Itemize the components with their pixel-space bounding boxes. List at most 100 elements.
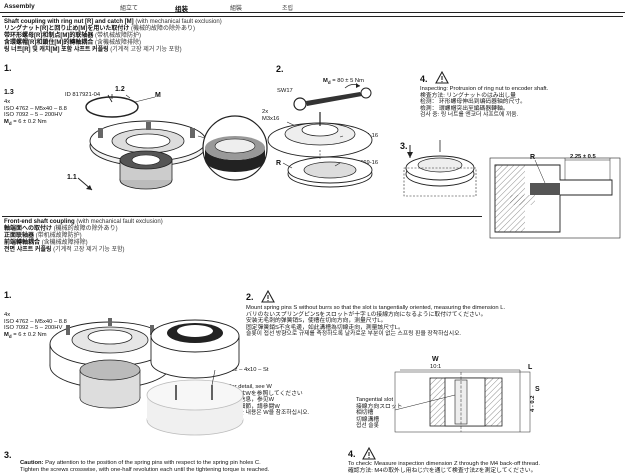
section1-title: Shaft coupling with ring nut [R] and cat… [4,19,404,54]
s2-step1-md: = 6 ± 0.2 Nm [13,331,47,338]
s2-step4-ja: 確認方法: M4の取外し用ねじ穴を通じて検査寸法Zを測定してください。 [348,467,537,474]
s2-step2-en: Mount spring pins S without burrs so tha… [246,305,506,311]
s2-step2-label-w: W [432,356,439,363]
s2-step2-text: Mount spring pins S without burrs so tha… [246,305,576,338]
section1-title-ja-note: (機械的故障の除外あり) [131,26,195,32]
section1-title-en: Shaft coupling with ring nut [R] and cat… [4,19,134,25]
s2-step2-number: 2. [246,292,254,302]
header-col-ja: 組立て [120,6,139,12]
s1-step4-dim: 2.25 ± 0.5 [570,154,596,160]
s1-step2-md: = 80 ± 5 Nm [332,78,364,84]
section2-title-ko-note: (기계적 고장 제거 기능 포함) [53,247,125,253]
s2-step2-tangential: Tangential slot 接線方向スロット 相切槽 切線溝槽 접선 슬롯 [356,397,402,430]
s2-step2-detail-ko: 자세한 내용은 W을 참조하십시오. [228,410,310,417]
s1-step1-sub11: 1.1 [67,174,77,181]
section1-title-ja: リングナット[R]と回り止め[M]を用いた取付け [4,26,130,32]
s2-step3-text: Caution: Pay attention to the position o… [20,460,340,473]
section1-rule [2,16,623,17]
section1-title-tw: 含環螺帽[R]和鎖住[M]的轉軸耦合 [4,40,94,46]
s1-step4-zh: 检测： 环形螺母伸出到编码器轴的尺寸。 [420,99,526,106]
s1-step4-text: Inspecting: Protrusion of ring nut to en… [420,86,620,119]
header-col-zh: 组装 [175,6,188,13]
s2-step2-detail-ja: 詳細はWを参照してください [228,390,303,397]
s2-step4-number: 4. [348,449,356,459]
section2-title-zh: 正面联轴器 [4,233,35,239]
s1-step1-iso2: ISO 7092 – 5 – 200HV [4,112,63,119]
s2-step4-text: To check: Measure inspection dimension Z… [348,461,623,474]
section1-title-zh-note: (带机械故障防护) [95,33,141,39]
section2-title: Front-end shaft coupling (with mechanica… [4,219,404,254]
s1-step1-iso1: ISO 4762 – M5x40 – 8.8 [4,105,67,112]
header-col-tw: 組裝 [230,6,243,12]
s1-step1-id: ID 817921-04 [65,92,101,98]
s2-step2-detail-zh: 更多信息，参见W [228,397,275,404]
s1-step4-en: Inspecting: Protrusion of ring nut to en… [420,86,549,92]
s1-step2-qty: 2x [262,109,269,115]
s2-step1-torque: Md = 6 ± 0.2 Nm [4,331,47,339]
section1-title-ko: 링 너트[R] 및 캐치[M] 포함 샤프트 커플링 [4,47,109,53]
s2-step2-zh: 安装无毛刺的弹簧销S，使槽在切向方向，测量尺寸L。 [246,318,387,325]
s2-step2-tan-zh: 相切槽 [356,410,374,417]
header-col-ko: 조립 [282,6,294,12]
section2-title-ja-note: (機械的故障の除外あり) [53,226,118,232]
section1-title-tw-note: (含機械故障排除) [95,40,141,46]
s2-step1-number: 1. [4,290,12,300]
s2-step2-ko: 슬롯이 접선 방향으로 규제를 측정하도록 날카로운 부분이 없는 스프링 핀을… [246,331,462,338]
s1-step2-screw-spec: 2x M3x16 [262,109,279,122]
s1-step4-label-r: R [530,154,536,161]
s2-step1-qty: 4x [4,312,11,318]
s1-step1-spec: 4x ISO 4762 – M5x40 – 8.8 ISO 7092 – 5 –… [4,99,67,128]
s1-step4-ja: 検査方法: リングナットのはみ出し量 [420,92,516,99]
section2-rule [2,216,482,217]
s1-step1-qty: 4x [4,99,11,105]
header-title: Assembly [4,3,35,10]
s2-step2-detail-en: For detail, see W [228,384,272,390]
s2-step2-ja: バリのないスプリングピンSをスロットが十字 Lの接線方向になるように取付けてくだ… [246,311,487,318]
s2-step4-en: To check: Measure inspection dimension Z… [348,461,540,467]
section2-title-en: Front-end shaft coupling [4,219,75,225]
section1-title-ko-note: (기계적 고장 제거 기능 포함) [110,47,182,53]
s2-step2-detail-tw: 相關細節，請參閱W [228,403,280,410]
section2-title-ko: 전면 샤프트 커플링 [4,247,52,253]
section1-title-zh: 带环形螺母[R]和制点[M]的联轴器 [4,33,94,39]
section2-title-tw: 前端轉軸耦合 [4,240,41,246]
s2-step3-caution-label: Caution: [20,460,44,466]
s1-step4-number: 4. [420,74,428,84]
s2-step2-tan-ko: 접선 슬롯 [356,423,379,430]
s1-step1-sub13: 1.3 [4,89,14,96]
s2-step2-tan-en: Tangential slot [356,397,394,403]
s2-step2-label-s: S [535,386,540,393]
s2-step2-tan-ja: 接線方向スロット [356,403,403,410]
s1-step2-screw: M3x16 [262,115,280,122]
s1-step2-torque: Md = 80 ± 5 Nm [323,78,364,86]
s2-step3-line2: Tighten the screws crosswise, with one-h… [20,466,270,473]
s2-step2-label-l: L [528,364,533,371]
s1-step1-torque: Md = 6 ± 0.2 Nm [4,118,47,126]
s2-step3-caution: Pay attention to the position of the spr… [45,460,261,466]
s2-step2-scale: 10:1 [430,364,442,370]
s2-step2-tan-tw: 切線溝槽 [356,416,380,423]
s1-step2-label-r: R [276,160,282,167]
s1-step3-number: 3. [400,141,408,151]
section1-title-en-note: (with mechanical fault exclusion) [135,19,222,25]
s1-step1-label-m: M [155,92,161,99]
section2-title-tw-note: (含機械故障排除) [41,240,88,246]
section2-title-ja: 軸端面への取付け [4,226,53,232]
s1-step1-number: 1. [4,63,12,73]
s1-step2-sw: SW17 [277,88,293,94]
s2-step1-spec: 4x ISO 4762 – M5x40 – 8.8 ISO 7092 – 5 –… [4,312,67,341]
s2-step2-detail: For detail, see W 詳細はWを参照してください 更多信息，参见W… [228,384,309,417]
s1-step1-md: = 6 ± 0.2 Nm [13,118,47,125]
header-rule [0,12,625,14]
s2-step2-tw: 固定彈簧銷S不含毛邊，如此溝槽為切線走向，測量該尺寸L。 [246,324,404,331]
s2-step3-number: 3. [4,450,12,460]
